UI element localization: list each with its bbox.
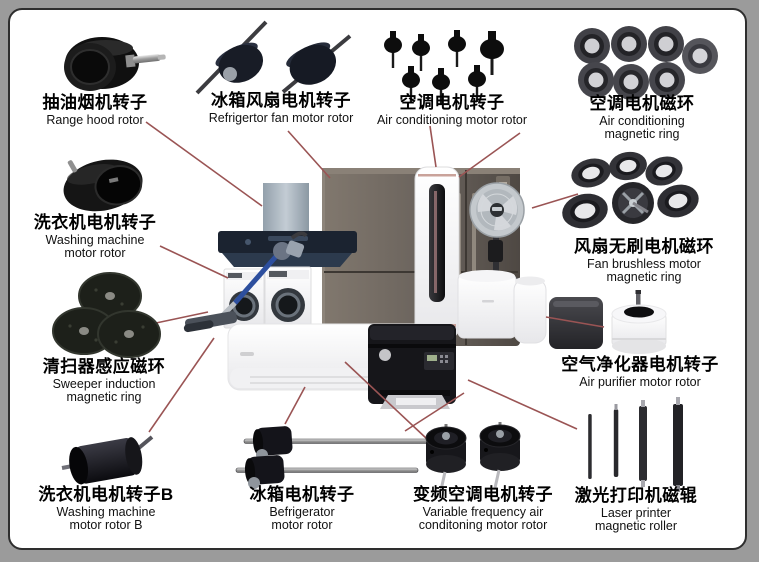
connector-line bbox=[545, 316, 605, 328]
connector-line bbox=[155, 311, 209, 324]
vf-ac-rotor-image bbox=[425, 422, 521, 491]
connector-line bbox=[467, 379, 578, 430]
fridge-fan-rotor-image bbox=[195, 20, 352, 95]
ac-magnetic-ring-image bbox=[574, 26, 718, 100]
range-hood-rotor-image bbox=[64, 37, 166, 91]
range-hood-image bbox=[218, 183, 357, 267]
fan-brushless-ring-image bbox=[562, 151, 699, 229]
dark-appliance-image bbox=[549, 297, 603, 349]
connector-line bbox=[284, 386, 306, 425]
connector-line bbox=[145, 121, 263, 207]
sweeper-ring-image bbox=[52, 272, 161, 358]
washing-machine-rotor-image bbox=[63, 159, 143, 212]
appliance-cluster bbox=[183, 166, 603, 409]
fan-rotor-center bbox=[612, 182, 654, 224]
connector-line bbox=[287, 130, 331, 179]
printer-image bbox=[368, 324, 456, 409]
fridge-motor-rotor-image bbox=[235, 426, 429, 489]
connector-line bbox=[148, 337, 215, 433]
air-purifier-rotor-image bbox=[611, 290, 667, 354]
humidifier-image bbox=[457, 270, 517, 339]
connector-line bbox=[531, 193, 579, 209]
vacuum-cleaner-image bbox=[183, 231, 308, 333]
laser-roller-image bbox=[588, 397, 683, 492]
connector-line bbox=[458, 132, 521, 178]
washing-machines-image bbox=[223, 266, 312, 329]
connector-line bbox=[404, 392, 465, 432]
washing-machine-rotor-b-image bbox=[61, 435, 154, 485]
tower-ac-image bbox=[414, 166, 460, 340]
connector-lines bbox=[145, 121, 605, 440]
ac-motor-rotor-image bbox=[384, 30, 504, 105]
connector-line bbox=[159, 245, 229, 279]
air-purifier-image bbox=[513, 276, 547, 344]
connector-line bbox=[429, 125, 437, 168]
